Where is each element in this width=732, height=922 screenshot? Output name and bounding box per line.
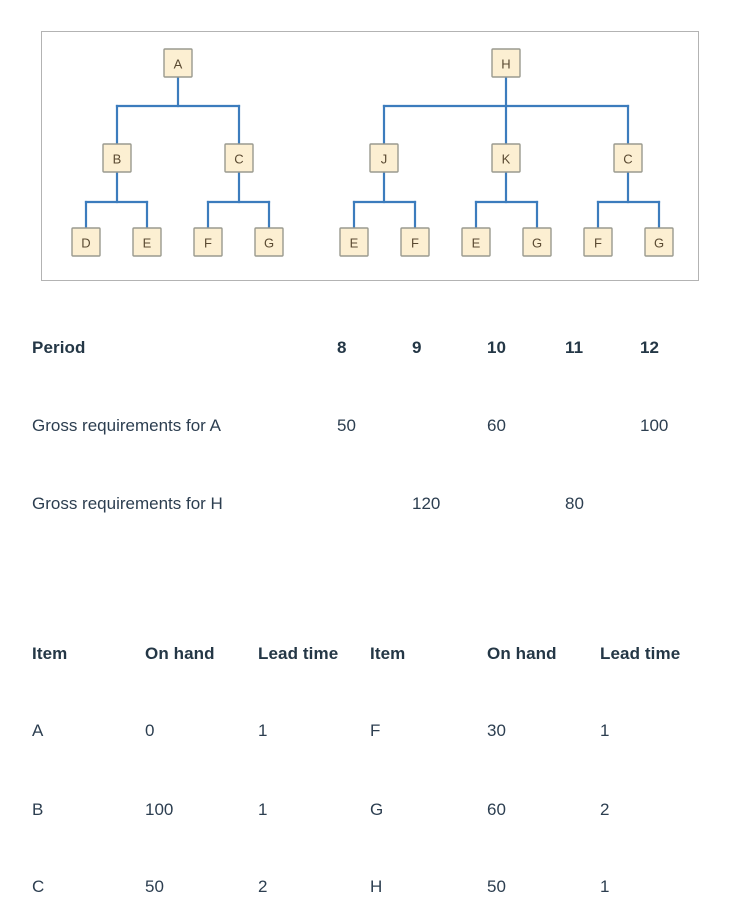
bom-node-h-c: C: [613, 143, 643, 173]
table-row: H: [370, 877, 383, 896]
table-row: 1: [600, 877, 610, 896]
bom-node-a-b-d: D: [71, 227, 101, 257]
period-header-10: 10: [487, 338, 507, 357]
table-row: 50: [487, 877, 506, 896]
gross-requirements-h-p9: 120: [412, 494, 441, 513]
item-table-header-leadtime-left: Lead time: [258, 644, 339, 663]
bom-diagram-panel: A B C D E F G H: [41, 31, 699, 281]
gross-requirements-a-p8: 50: [337, 416, 356, 435]
item-table-header-leadtime-right: Lead time: [600, 644, 681, 663]
table-row: 0: [145, 721, 155, 740]
bom-node-a-b-e: E: [132, 227, 162, 257]
bom-node-h-c-g: G: [644, 227, 674, 257]
bom-node-h-j-e: E: [339, 227, 369, 257]
table-row: C: [32, 877, 45, 896]
table-row: 1: [258, 800, 268, 819]
bom-node-label: K: [502, 152, 511, 167]
gross-requirements-a-p10: 60: [487, 416, 506, 435]
table-row: 2: [600, 800, 610, 819]
table-row: B: [32, 800, 44, 819]
bom-node-a-c: C: [224, 143, 254, 173]
bom-node-h-k: K: [491, 143, 521, 173]
table-row: G: [370, 800, 384, 819]
period-header-8: 8: [337, 338, 347, 357]
bom-node-h-k-e: E: [461, 227, 491, 257]
gross-requirements-a-p12: 100: [640, 416, 669, 435]
bom-node-label: G: [264, 236, 274, 251]
bom-node-a-c-f: F: [193, 227, 223, 257]
item-table-header-item-right: Item: [370, 644, 406, 663]
bom-node-label: E: [472, 236, 481, 251]
gross-requirements-a-label: Gross requirements for A: [32, 416, 221, 435]
table-row: 2: [258, 877, 268, 896]
table-row: F: [370, 721, 381, 740]
bom-node-h-j-f: F: [400, 227, 430, 257]
bom-node-label: E: [350, 236, 359, 251]
period-header-12: 12: [640, 338, 660, 357]
period-header-label: Period: [32, 338, 86, 357]
bom-links-tree-h: [352, 75, 661, 230]
bom-node-label: G: [654, 236, 664, 251]
bom-node-label: G: [532, 236, 542, 251]
bom-links-tree-a: [84, 75, 271, 230]
gross-requirements-h-p11: 80: [565, 494, 584, 513]
item-table-header-onhand-left: On hand: [145, 644, 215, 663]
bom-node-a-c-g: G: [254, 227, 284, 257]
table-row: 50: [145, 877, 164, 896]
table-row: 60: [487, 800, 506, 819]
table-row: 30: [487, 721, 506, 740]
bom-node-label: H: [501, 57, 510, 72]
bom-node-label: E: [143, 236, 152, 251]
table-row: 100: [145, 800, 174, 819]
bom-node-a-b: B: [102, 143, 132, 173]
period-header-9: 9: [412, 338, 422, 357]
table-row: 1: [258, 721, 268, 740]
bom-node-label: B: [113, 152, 122, 167]
bom-node-label: F: [594, 236, 602, 251]
bom-node-a-root: A: [163, 48, 193, 78]
bom-diagram-svg: A B C D E F G H: [71, 48, 674, 257]
bom-node-label: F: [204, 236, 212, 251]
bom-node-label: C: [234, 152, 243, 167]
table-row: A: [32, 721, 44, 740]
period-header-11: 11: [565, 338, 584, 357]
bom-node-label: A: [174, 57, 183, 72]
bom-node-h-c-f: F: [583, 227, 613, 257]
gross-requirements-h-label: Gross requirements for H: [32, 494, 223, 513]
bom-node-h-j: J: [369, 143, 399, 173]
bom-node-label: J: [381, 152, 388, 167]
table-row: 1: [600, 721, 610, 740]
bom-node-label: F: [411, 236, 419, 251]
item-table-header-onhand-right: On hand: [487, 644, 557, 663]
bom-node-h-k-g: G: [522, 227, 552, 257]
bom-node-label: D: [81, 236, 90, 251]
bom-node-label: C: [623, 152, 632, 167]
item-table-header-item-left: Item: [32, 644, 68, 663]
bom-node-h-root: H: [491, 48, 521, 78]
